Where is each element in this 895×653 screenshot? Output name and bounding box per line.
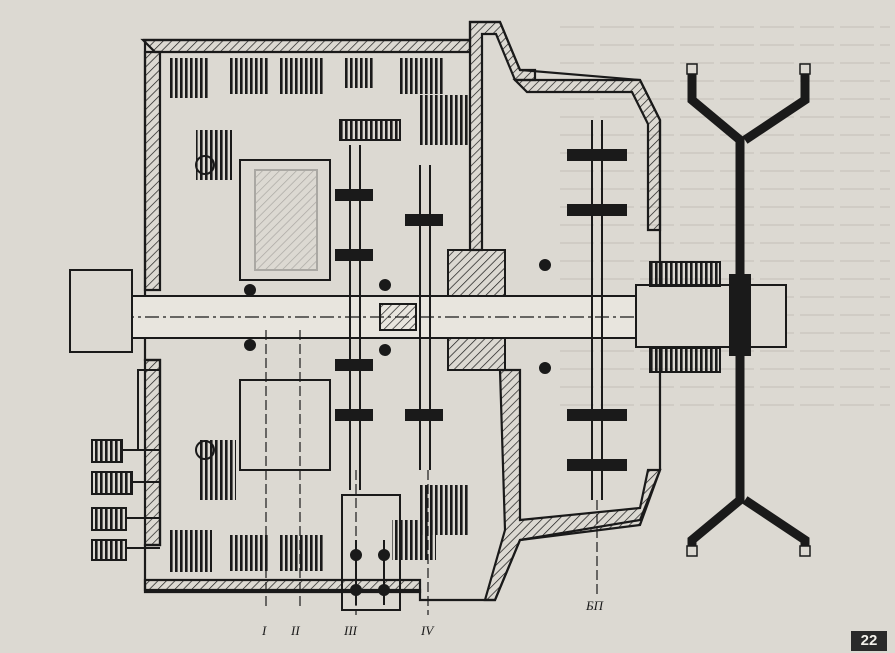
clutch-packs-bottom: [168, 440, 470, 572]
rear-cover-upper: [512, 78, 662, 232]
section-label-ii: II: [291, 623, 300, 638]
yoke-tips: [686, 63, 811, 557]
control-valves: [91, 369, 161, 561]
section-label-iv: IV: [421, 623, 434, 638]
converter-hubs: [447, 249, 506, 371]
section-label-bp: БП: [586, 598, 604, 613]
converter-bell: [468, 20, 537, 252]
section-leader-lines: [265, 330, 598, 615]
clutch-packs-top: [168, 58, 470, 180]
page-number-badge: 22: [851, 631, 887, 651]
front-wall: [143, 50, 162, 292]
section-label-i: I: [262, 623, 267, 638]
front-wall-lower: [143, 358, 162, 547]
gearbox-housing: [140, 20, 662, 602]
section-label-iii: III: [344, 623, 357, 638]
gear-sets: [195, 120, 721, 500]
rear-cover-lower: [483, 368, 662, 602]
housing-wall-top: [140, 38, 472, 54]
